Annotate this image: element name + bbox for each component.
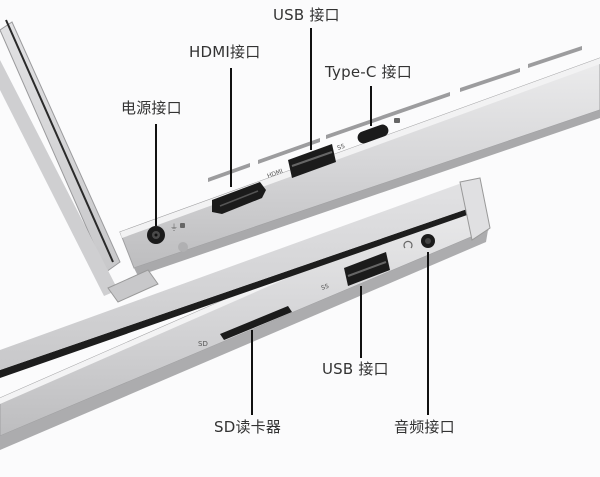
- usb-top-marking: SS: [336, 143, 346, 152]
- usb-top-port-label: USB 接口: [273, 6, 340, 24]
- sd-marking: SD: [198, 340, 208, 348]
- top-laptop-lid: [0, 19, 121, 296]
- usb-bottom-port-label: USB 接口: [322, 360, 389, 378]
- typec-port: [357, 118, 400, 144]
- svg-text:⏚: ⏚: [170, 223, 178, 232]
- audio-port-label: 音频接口: [394, 418, 455, 436]
- power-port-label: 电源接口: [121, 99, 182, 117]
- typec-port-label: Type-C 接口: [325, 63, 412, 81]
- usb-bottom-marking: SS: [320, 283, 330, 292]
- hdmi-port-label: HDMI接口: [189, 43, 261, 61]
- bottom-laptop-body: [0, 177, 491, 450]
- usb-bottom-port: SS: [320, 252, 390, 292]
- usb-top-port: SS: [288, 143, 346, 178]
- leader-lines: [155, 28, 429, 415]
- power-port: ⏚: [147, 223, 185, 244]
- sd-card-slot: SD: [198, 306, 292, 348]
- audio-jack: [403, 234, 435, 249]
- sd-reader-label: SD读卡器: [214, 418, 282, 436]
